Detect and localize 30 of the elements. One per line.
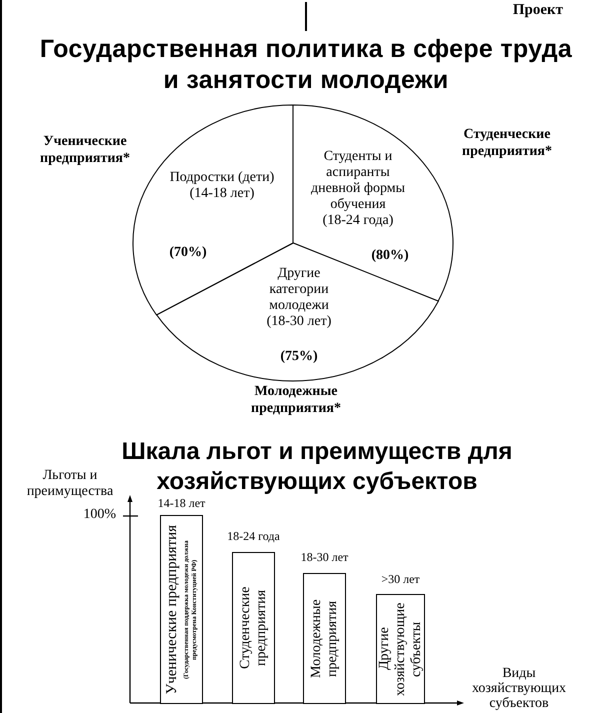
age-label: 14-18 лет [156,496,206,510]
enterprise-type-label: Студенческие предприятия* [461,126,553,160]
percent-label: (70%) [168,244,208,261]
bar [303,573,346,704]
age-label: >30 лет [380,572,421,586]
bar-label: Молодежные предприятия [308,598,340,680]
category-label: Студенты и аспиранты дневной формы обучения [310,149,406,213]
enterprise-type-label: Молодежные предприятия* [250,383,342,417]
bar-label: Студенческие предприятия [238,586,270,672]
bar-label: Другие хозяйствующие субъекты [376,601,424,698]
section-heading: Шкала льгот и преимуществ для хозяйствующих субъектов [120,437,514,497]
enterprise-type-label: Ученические предприятия* [39,133,131,167]
age-label: 18-24 года [226,529,281,543]
axis-label: Льготы и преимущества [26,468,114,500]
bar-label: Ученические предприятия [164,524,181,694]
percent-label: (75%) [279,349,319,365]
pie-sector [156,242,440,382]
category-label: Подростки (дети) [168,170,276,186]
percent-label: (80%) [370,248,410,264]
bar [232,552,275,704]
category-label: Другие категории молодежи [268,266,330,314]
bar [160,515,203,704]
age-range-label: (14-18 лет) [188,186,256,202]
axis-label: Виды хозяйствующих субъектов [470,666,568,711]
age-label: 18-30 лет [300,550,350,564]
age-range-label: (18-30 лет) [266,314,332,330]
draft-label: Проект [512,1,563,19]
age-range-label: (18-24 года) [322,213,394,229]
tick-label: 100% [82,507,116,523]
title: Государственная политика в сфере труда и занятости молодежи [38,34,574,96]
